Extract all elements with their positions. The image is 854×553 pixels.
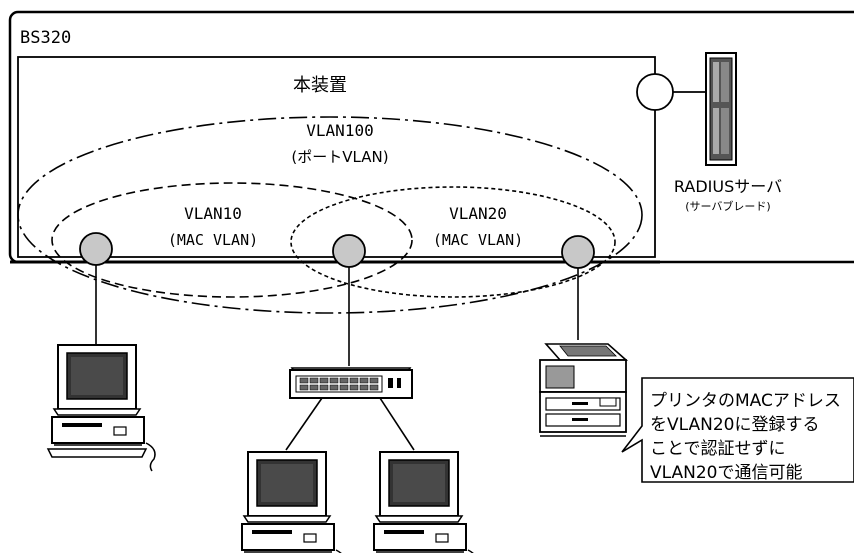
vlan100-region: [17, 116, 643, 314]
printer: [539, 343, 629, 437]
callout-line-1: プリンタのMACアドレス: [650, 391, 841, 411]
radius-label: RADIUSサーバ: [674, 177, 782, 196]
inner-unit-label: 本装置: [293, 75, 347, 96]
radius-port: [636, 73, 674, 111]
vlan20-name: VLAN20: [449, 204, 507, 223]
port-2: [332, 234, 366, 268]
vlan10-name: VLAN10: [184, 204, 242, 223]
inner-unit-box: [17, 56, 656, 258]
chassis-label: BS320: [20, 28, 71, 48]
vlan10-region: [51, 182, 413, 298]
vlan100-type: (ポートVLAN): [291, 148, 388, 166]
pc-left: [47, 344, 156, 472]
switch-hub: [289, 367, 413, 399]
vlan100-name: VLAN100: [306, 121, 373, 140]
port-1: [79, 232, 113, 266]
server-blade: [705, 52, 737, 166]
radius-sub-label: (サーバブレード): [685, 199, 770, 213]
callout-line-4: VLAN20で通信可能: [650, 463, 802, 483]
vlan20-type: (MAC VLAN): [433, 231, 523, 249]
callout-line-2: をVLAN20に登録する: [650, 415, 819, 435]
callout-line-3: ことで認証せずに: [650, 439, 786, 459]
port-3: [561, 235, 595, 269]
pc-bottom-right: [369, 451, 478, 553]
vlan10-type: (MAC VLAN): [168, 231, 258, 249]
vlan20-region: [290, 186, 616, 298]
pc-bottom-left: [237, 451, 346, 553]
printer-callout: [621, 377, 854, 483]
